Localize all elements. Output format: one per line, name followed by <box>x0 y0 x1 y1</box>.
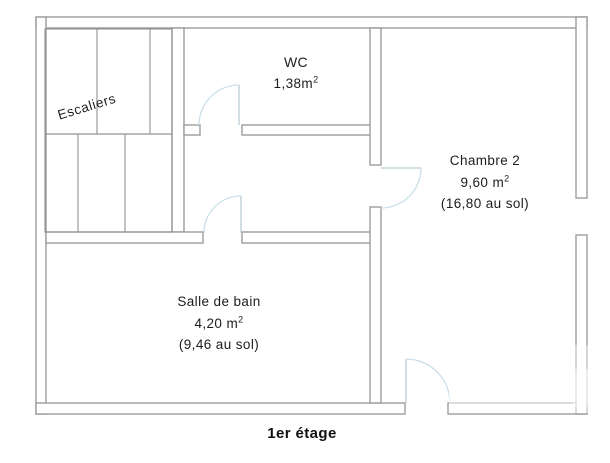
bathroom-door <box>203 195 242 234</box>
bathroom-area: 4,20 m2 <box>194 314 244 331</box>
chambre2-label: Chambre 2 9,60 m2 (16,80 au sol) <box>441 150 529 215</box>
wall-wc-right <box>241 124 372 136</box>
wall-stairs-hall <box>171 27 185 233</box>
wc-area: 1,38m2 <box>273 74 319 91</box>
watermark-fade-rect <box>449 369 606 413</box>
bathroom-label: Salle de bain 4,20 m2 (9,46 au sol) <box>177 291 260 356</box>
wall-chambre2-lower <box>369 206 382 404</box>
bathroom-door-arc <box>203 195 242 234</box>
outer-wall-bottom-left <box>35 402 406 415</box>
wc-name: WC <box>283 54 309 70</box>
floor-title: 1er étage <box>267 425 337 442</box>
wall-wc-left-stub <box>183 124 201 136</box>
stairs-lower-flight <box>44 133 173 233</box>
wall-bathroom-top-left <box>45 231 204 244</box>
bathroom-floor-area: (9,46 au sol) <box>178 337 260 352</box>
wc-door <box>198 84 240 126</box>
chambre2-name: Chambre 2 <box>449 153 521 168</box>
outer-wall-right-upper <box>575 16 588 199</box>
watermark-fade <box>449 345 606 413</box>
chambre2-area: 9,60 m2 <box>460 173 510 190</box>
wall-chambre2-upper <box>369 27 382 166</box>
outer-wall-right-lower <box>575 234 588 415</box>
wc-label: WC 1,38m2 <box>274 51 319 95</box>
entry-door-arc <box>405 358 451 404</box>
entry-door <box>405 358 451 404</box>
bathroom-name: Salle de bain <box>177 294 261 309</box>
outer-wall-top <box>35 16 588 29</box>
watermark-fade-rect <box>573 345 591 407</box>
stairs <box>44 28 173 233</box>
wc-door-arc <box>198 84 240 126</box>
chambre2-floor-area: (16,80 au sol) <box>440 196 530 211</box>
wall-bathroom-top-right <box>241 231 372 244</box>
chambre2-door-arc <box>380 167 422 209</box>
chambre2-door <box>380 167 422 209</box>
